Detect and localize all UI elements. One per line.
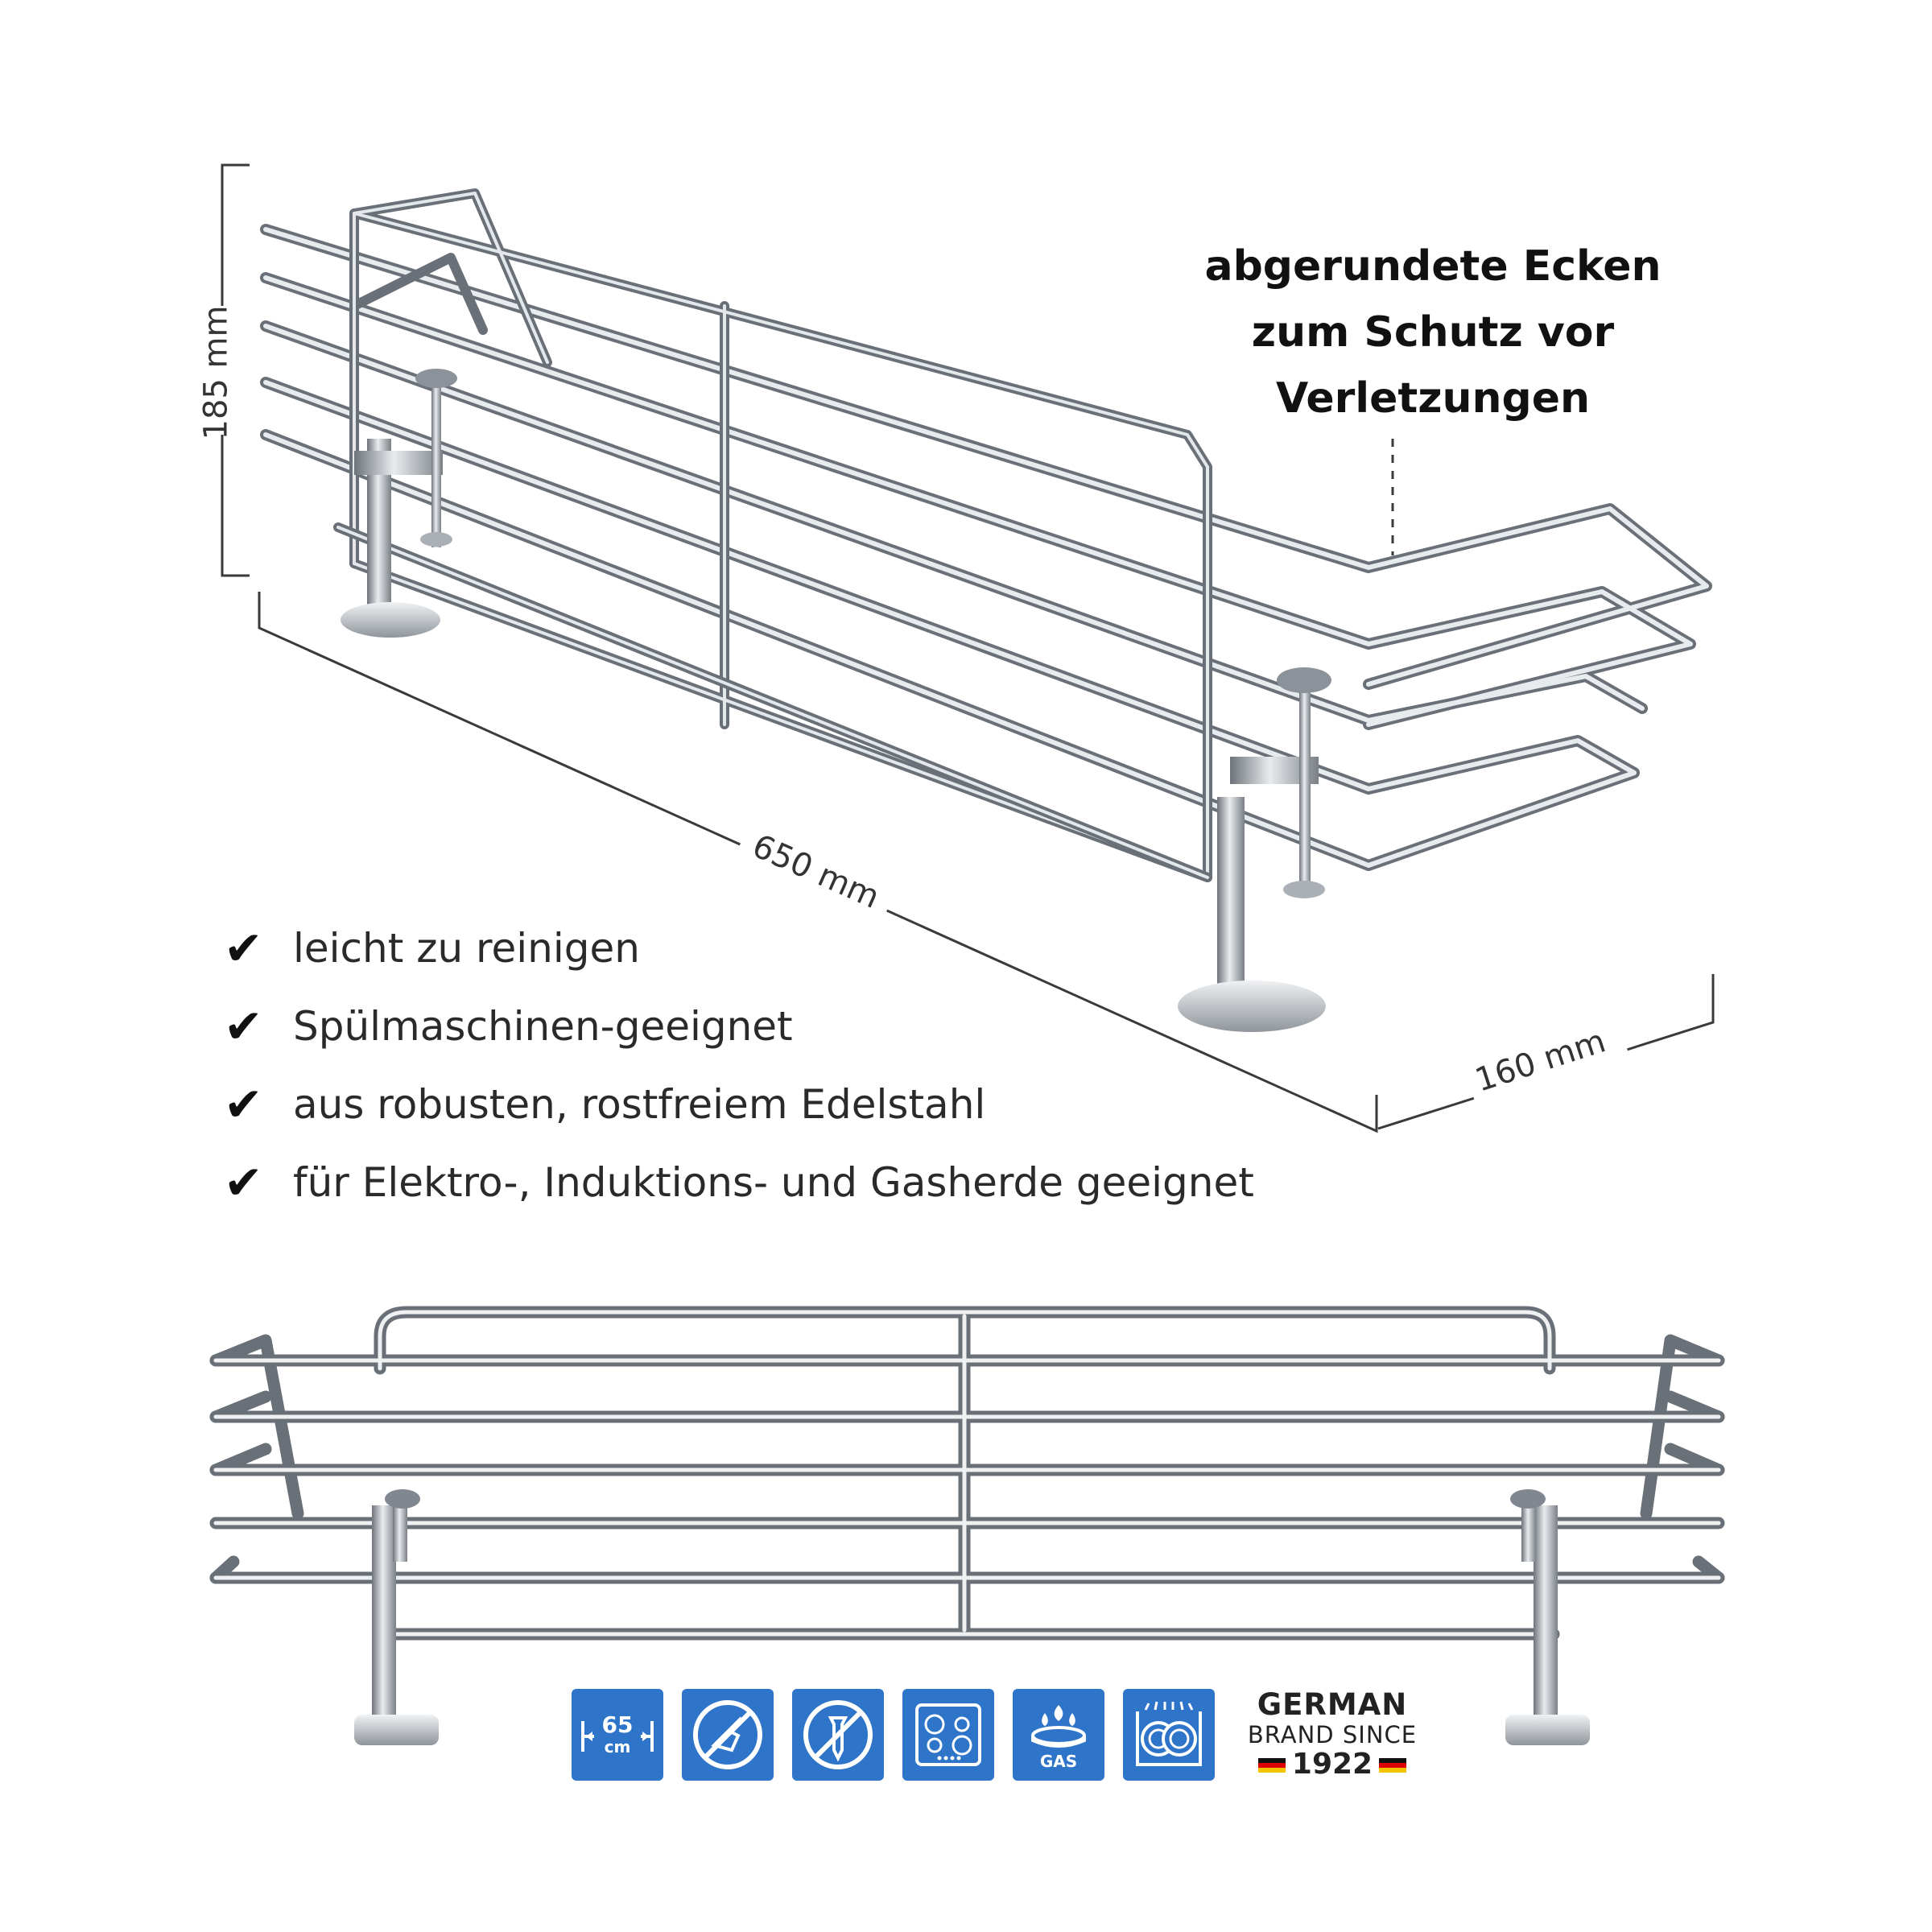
feature-text: für Elektro-, Induktions- und Gasherde g… [293,1159,1254,1206]
feature-item: ✔ leicht zu reinigen [224,910,1190,988]
check-icon: ✔ [224,1155,263,1210]
feature-list: ✔ leicht zu reinigen ✔ Spülmaschinen-gee… [224,910,1254,1222]
height-dimension-label: 185 mm [197,305,235,440]
width-value: 65 [601,1711,634,1738]
brand-year-row: 1922 [1240,1748,1425,1781]
width-65cm-icon: 65 cm [572,1689,663,1781]
feature-item: ✔ aus robusten, rostfreiem Edelstahl [224,1066,1190,1144]
callout-line-1: abgerundete Ecken [1204,242,1662,291]
feature-item: ✔ Spülmaschinen-geeignet [224,988,1190,1066]
feature-text: leicht zu reinigen [293,925,640,972]
brand-line-1: GERMAN [1257,1687,1408,1722]
feature-text: Spülmaschinen-geeignet [293,1003,793,1050]
brand-badge: GERMAN BRAND SINCE 1922 [1240,1689,1425,1781]
callout-line-3: Verletzungen [1275,374,1591,423]
ceramic-hob-icon [902,1689,994,1781]
check-icon: ✔ [224,999,263,1054]
gas-burner-icon: GAS [1013,1689,1104,1781]
feature-text: aus robusten, rostfreiem Edelstahl [293,1081,986,1128]
check-icon: ✔ [224,1077,263,1132]
width-unit: cm [604,1737,631,1757]
brand-line-2: BRAND SINCE [1247,1721,1418,1748]
no-drilling-icon [682,1689,774,1781]
feature-item: ✔ für Elektro-, Induktions- und Gasherde… [224,1144,1254,1222]
brand-year: 1922 [1291,1748,1373,1781]
gas-label: GAS [1039,1752,1078,1771]
check-icon: ✔ [224,921,263,976]
rounded-corners-callout: abgerundete Ecken zum Schutz vor Verletz… [1143,233,1723,431]
no-screws-icon [792,1689,884,1781]
german-flag-icon [1379,1758,1407,1773]
german-flag-icon [1257,1758,1286,1773]
perspective-guard-drawing [260,188,1712,1032]
dishwasher-safe-icon [1123,1689,1215,1781]
front-guard-drawing [209,1306,1725,1745]
callout-line-2: zum Schutz vor [1251,308,1615,357]
